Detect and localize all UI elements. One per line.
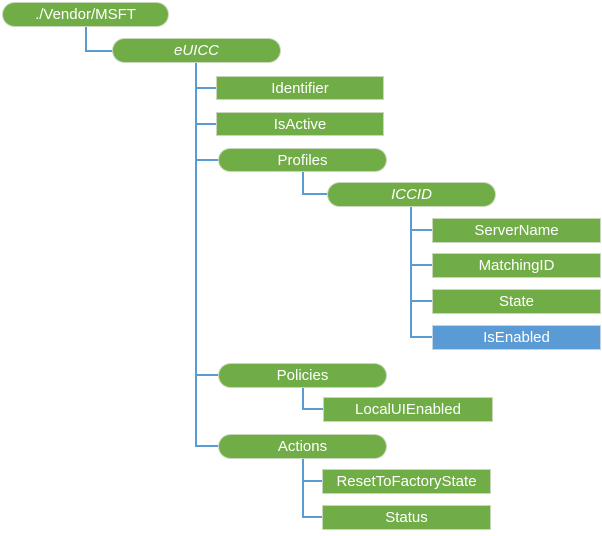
connector-actions-trunk xyxy=(302,458,304,518)
node-euicc: eUICC xyxy=(113,39,280,62)
connector-euicc-identifier xyxy=(195,87,217,89)
connector-actions-status xyxy=(302,516,323,518)
node-actions: Actions xyxy=(219,435,386,458)
connector-euicc-actions xyxy=(195,445,219,447)
connector-euicc-isactive xyxy=(195,123,217,125)
connector-profiles-iccid xyxy=(302,193,328,195)
connector-iccid-isenabled xyxy=(410,336,433,338)
connector-iccid-matchingid xyxy=(410,264,433,266)
node-state: State xyxy=(433,290,600,313)
node-resettofactorystate: ResetToFactoryState xyxy=(323,470,490,493)
node-matchingid: MatchingID xyxy=(433,254,600,277)
connector-iccid-state xyxy=(410,300,433,302)
node-profiles: Profiles xyxy=(219,149,386,171)
node-identifier: Identifier xyxy=(217,77,383,99)
connector-euicc-policies xyxy=(195,374,219,376)
node-isenabled: IsEnabled xyxy=(433,326,600,349)
connector-profiles-trunk xyxy=(302,171,304,195)
connector-vendor-trunk xyxy=(85,26,87,52)
node-status: Status xyxy=(323,506,490,529)
node-localuienabled: LocalUIEnabled xyxy=(324,398,492,421)
connector-iccid-servername xyxy=(410,229,433,231)
node-isactive: IsActive xyxy=(217,113,383,135)
connector-policies-localui xyxy=(302,408,324,410)
connector-policies-trunk xyxy=(302,387,304,410)
node-policies: Policies xyxy=(219,364,386,387)
connector-iccid-trunk xyxy=(410,206,412,338)
connector-euicc-trunk xyxy=(195,62,197,447)
node-iccid: ICCID xyxy=(328,183,495,206)
connector-euicc-profiles xyxy=(195,159,219,161)
node-vendor-msft: ./Vendor/MSFT xyxy=(3,3,168,26)
node-servername: ServerName xyxy=(433,219,600,242)
connector-vendor-euicc xyxy=(85,50,113,52)
connector-actions-reset xyxy=(302,480,323,482)
